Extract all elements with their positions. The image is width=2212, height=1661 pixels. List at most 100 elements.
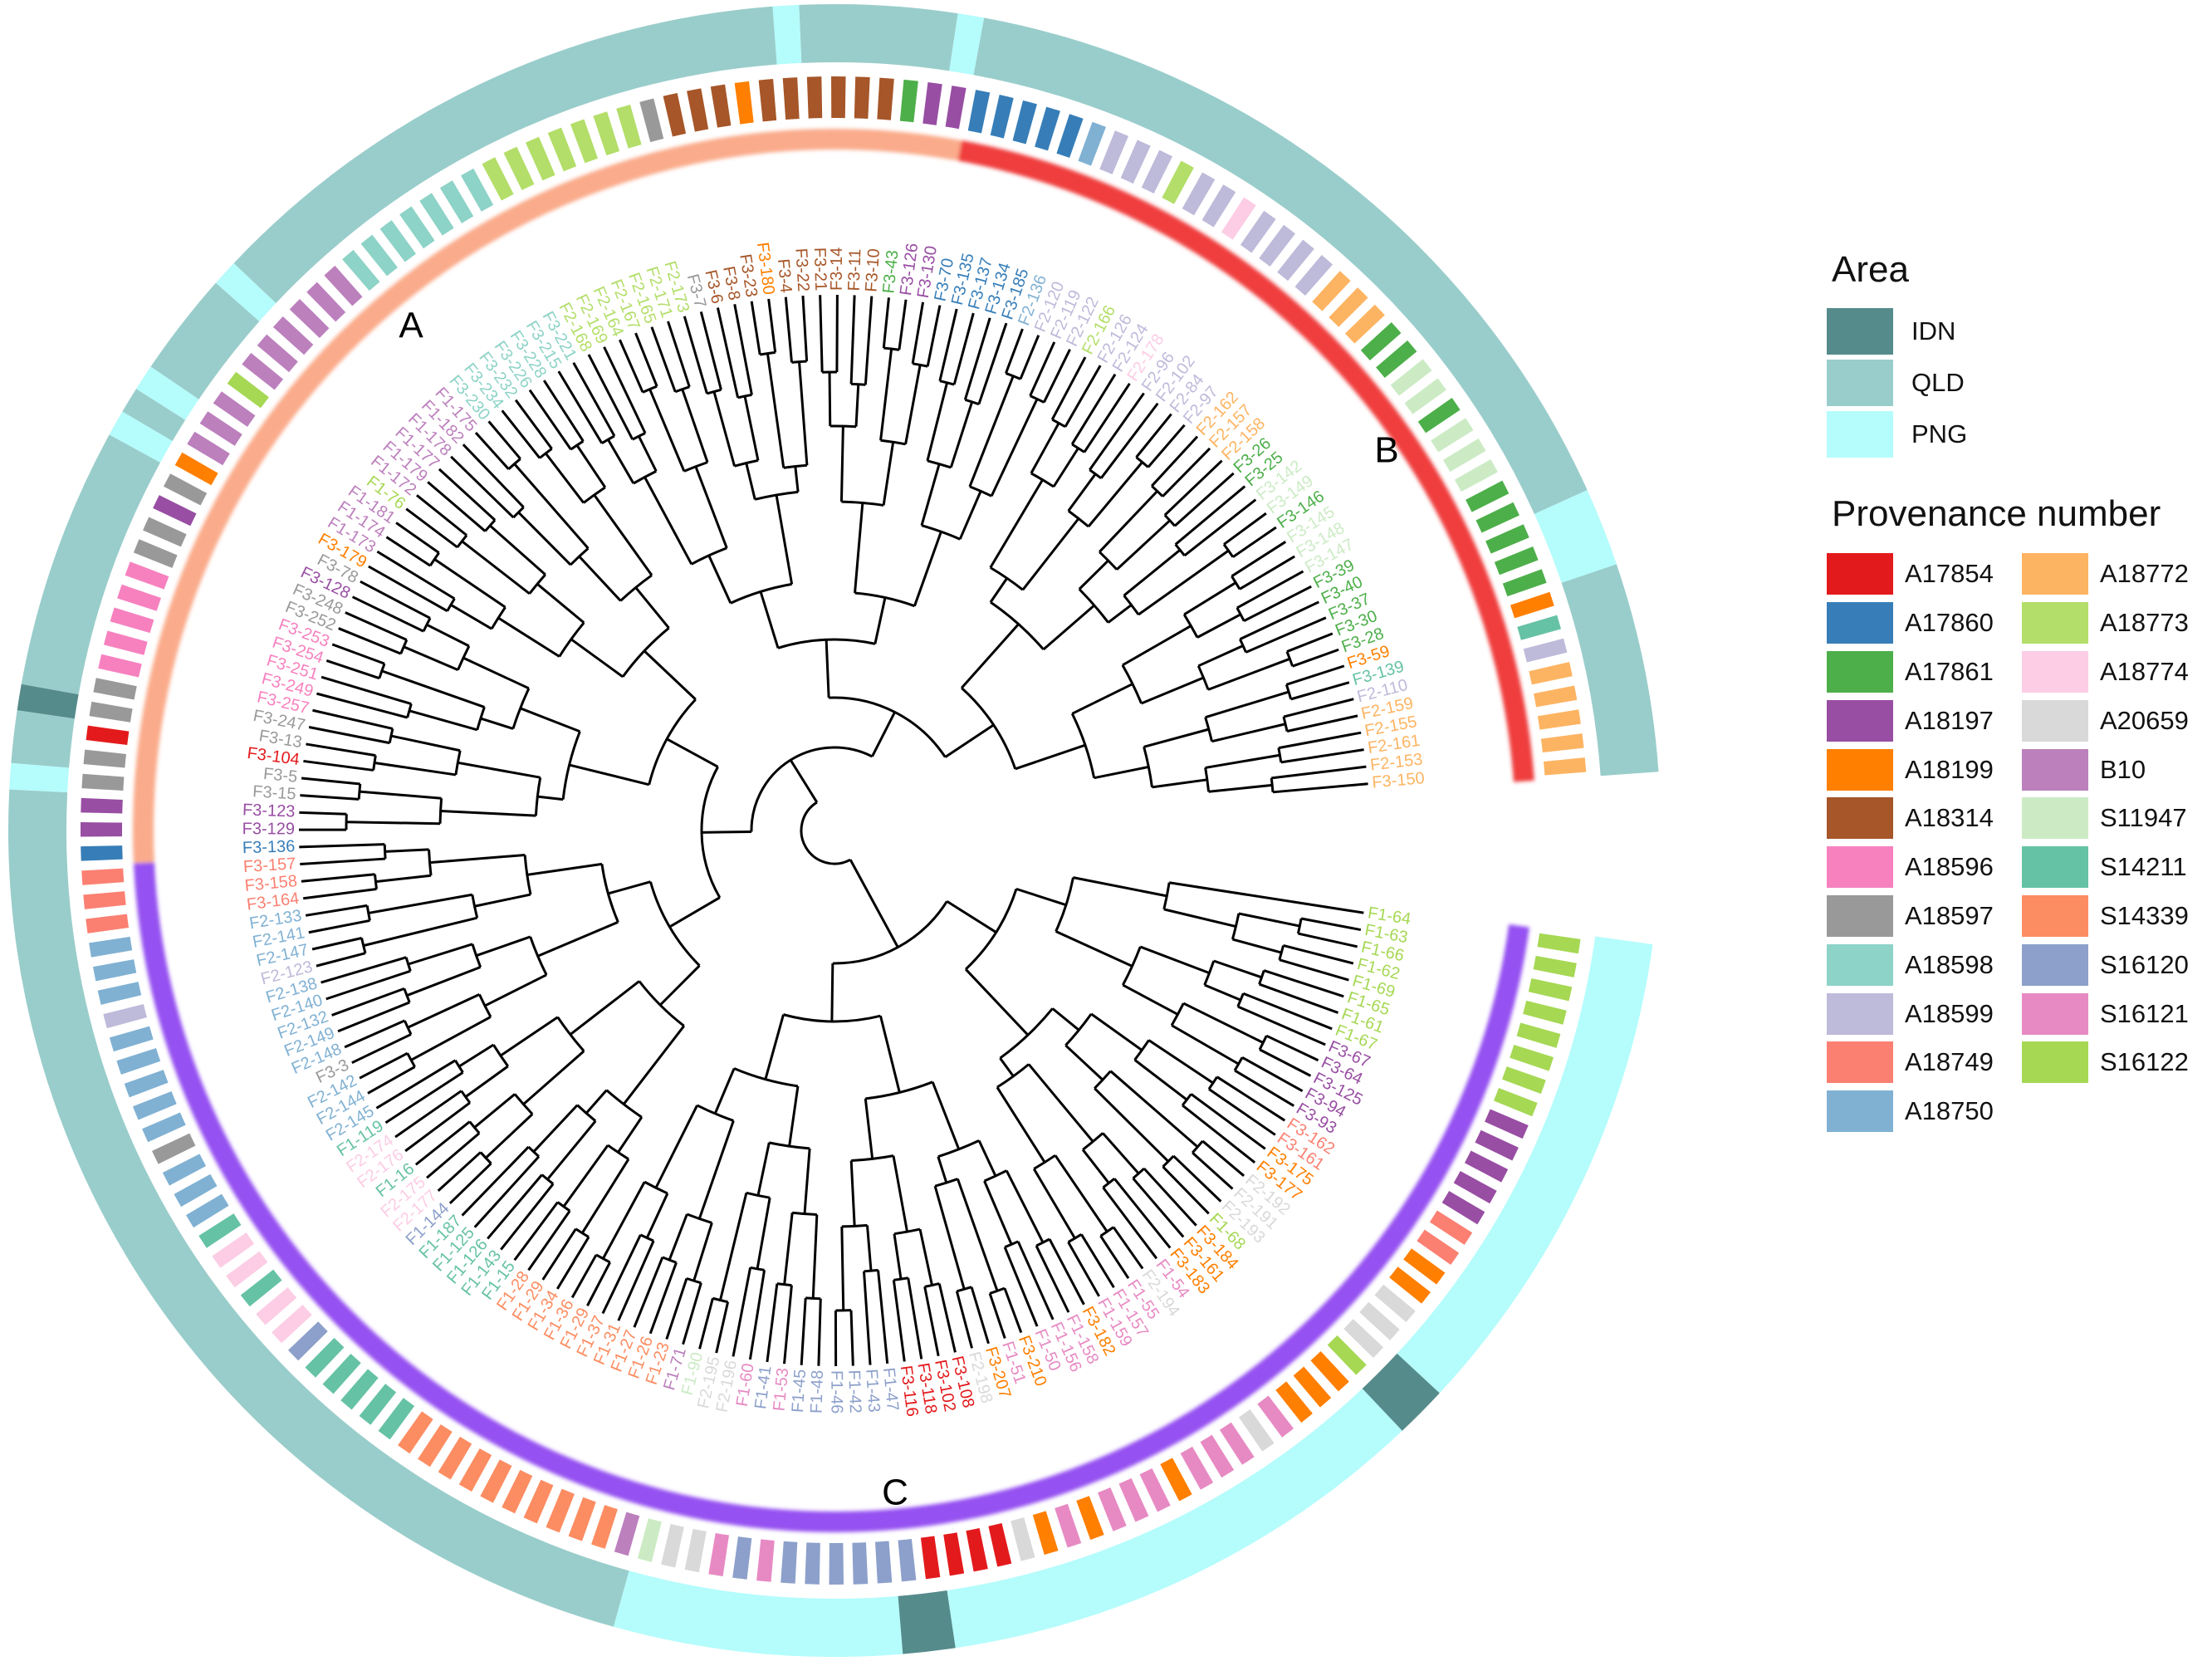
branch — [648, 1262, 678, 1335]
branch — [1099, 490, 1158, 553]
branch — [1162, 1165, 1210, 1215]
provenance-tick — [86, 914, 130, 933]
branch — [1239, 600, 1319, 640]
branch — [1021, 517, 1080, 591]
branch — [643, 649, 697, 701]
provenance-tick — [98, 654, 142, 678]
branch — [898, 299, 908, 350]
branch-arc — [539, 448, 553, 459]
provenance-tick — [305, 1337, 345, 1378]
branch — [1148, 1039, 1214, 1085]
legend-label: S14339 — [2100, 900, 2189, 930]
branch — [368, 893, 473, 914]
branch — [839, 426, 844, 502]
area-segment-idn — [17, 684, 79, 719]
provenance-tick — [708, 1532, 730, 1577]
branch-arc — [700, 766, 722, 899]
branch — [668, 1213, 688, 1261]
branch — [300, 857, 386, 866]
legend-swatch — [1827, 846, 1893, 889]
area-segment-qld — [1561, 564, 1659, 777]
provenance-tick — [945, 86, 967, 130]
branch — [1285, 664, 1345, 686]
leaf-label: F1-53 — [770, 1367, 792, 1412]
provenance-tick — [1390, 359, 1432, 396]
branch-arc — [1296, 918, 1303, 934]
legend-swatch — [1827, 797, 1893, 840]
branch — [448, 1162, 492, 1205]
area-segment-qld — [122, 389, 186, 442]
branch — [817, 1298, 822, 1366]
branch — [1182, 1002, 1264, 1044]
provenance-tick — [1502, 569, 1547, 597]
branch — [476, 935, 531, 958]
provenance-tick — [1442, 438, 1486, 473]
branch — [879, 348, 893, 441]
branch — [1115, 519, 1171, 571]
branch — [487, 1173, 543, 1240]
branch — [308, 726, 390, 745]
branch — [546, 1120, 597, 1181]
provenance-legend-item: A18598 — [1827, 940, 2022, 989]
provenance-legend-item: S14211 — [2022, 843, 2209, 892]
branch — [840, 1226, 845, 1311]
branch — [367, 1066, 416, 1095]
branch-arc — [791, 360, 807, 364]
legend-label: PNG — [1911, 419, 1968, 448]
legend-swatch — [1827, 1041, 1893, 1084]
branch — [381, 669, 485, 708]
provenance-tick — [966, 1528, 988, 1572]
provenance-tick — [97, 982, 142, 1005]
provenance-tick — [133, 539, 178, 568]
provenance-tick — [1219, 1422, 1255, 1465]
provenance-tick — [288, 1321, 328, 1361]
provenance-tick — [899, 79, 918, 123]
branch — [501, 409, 541, 459]
branch — [970, 1286, 990, 1345]
branch — [438, 468, 497, 522]
branch — [500, 1016, 559, 1057]
branch-arc — [965, 888, 1018, 971]
branch — [607, 439, 635, 484]
branch — [299, 843, 385, 849]
branch — [1231, 541, 1287, 578]
provenance-tick — [124, 1070, 169, 1098]
provenance-tick — [1312, 271, 1351, 311]
provenance-tick — [340, 1369, 379, 1410]
provenance-tick — [503, 146, 535, 191]
leaf-label: F3-129 — [242, 820, 295, 838]
branch — [759, 591, 780, 649]
provenance-tick — [92, 959, 137, 982]
branch — [1147, 424, 1186, 468]
provenance-tick — [1494, 546, 1539, 576]
branch — [811, 1214, 819, 1299]
branch — [580, 1158, 630, 1234]
provenance-legend-item: A17861 — [1827, 648, 2022, 697]
branch — [926, 305, 942, 367]
provenance-legend-item: S16120 — [2022, 940, 2209, 989]
branch-arc — [792, 1211, 817, 1217]
branch — [405, 507, 458, 549]
leaf-label: F3-22 — [791, 247, 812, 292]
branch — [462, 443, 525, 508]
branch — [849, 1160, 856, 1227]
branch-arc — [1121, 946, 1142, 986]
branch-arc — [529, 936, 548, 976]
legend-swatch — [1827, 602, 1893, 644]
branch — [1071, 683, 1133, 715]
branch-arc — [595, 1253, 611, 1264]
branch — [440, 809, 536, 817]
branch — [707, 555, 732, 604]
branch — [607, 880, 651, 895]
branch — [1280, 748, 1364, 764]
branch — [1239, 555, 1295, 590]
branch — [999, 1057, 1015, 1077]
branch — [1238, 912, 1300, 928]
branch-arc — [712, 1296, 728, 1304]
branch — [480, 717, 514, 730]
branch — [877, 1270, 889, 1364]
provenance-tick — [1120, 140, 1151, 184]
branch — [697, 1120, 735, 1219]
leaf-label: F3-4 — [774, 258, 795, 294]
branch — [654, 1105, 698, 1188]
